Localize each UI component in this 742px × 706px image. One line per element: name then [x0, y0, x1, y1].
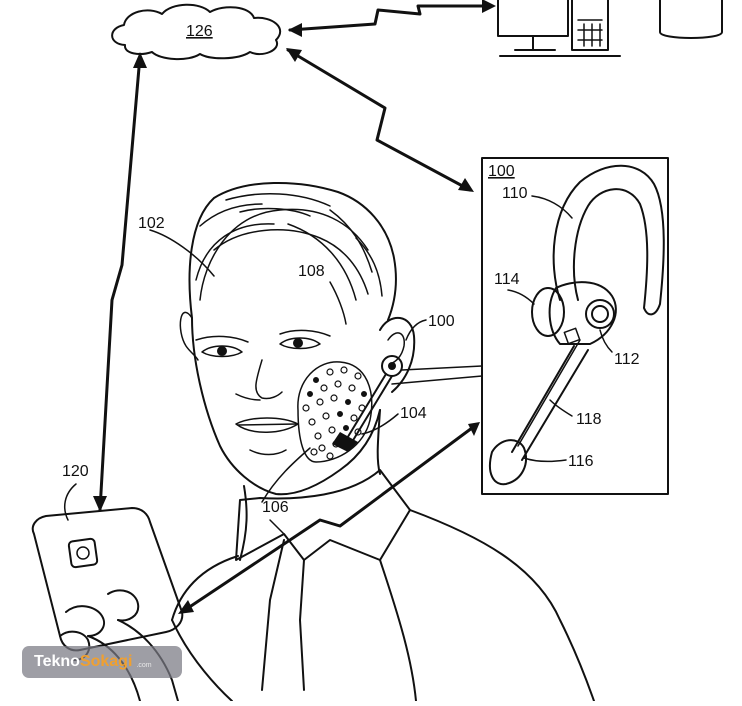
sensor-dot — [302, 404, 310, 412]
sensor-dot — [354, 428, 362, 436]
sensor-dot — [313, 377, 320, 384]
sensor-dot — [308, 418, 316, 426]
watermark-suffix: .com — [136, 661, 152, 669]
sensor-dot — [307, 391, 314, 398]
sensor-dot — [326, 452, 334, 460]
label-hinge: 112 — [614, 351, 640, 368]
label-phone: 120 — [62, 463, 89, 480]
label-microphone: 116 — [568, 453, 594, 470]
label-headband: 110 — [502, 185, 528, 202]
link-cloud-computer — [288, 0, 496, 37]
sensor-dot — [314, 432, 322, 440]
sensor-dot — [326, 368, 334, 376]
sensor-dot — [345, 399, 352, 406]
sensor-dot — [310, 448, 318, 456]
label-network: 126 — [186, 23, 213, 40]
sensor-dot — [350, 414, 358, 422]
label-cheek: 108 — [298, 263, 325, 280]
sensor-dot — [354, 372, 362, 380]
database-icon — [659, 0, 723, 39]
label-ear-cushion: 114 — [494, 271, 520, 288]
inset-panel: 100 110 114 112 118 116 — [481, 157, 669, 495]
watermark-brand-part2: Sokagi — [79, 653, 133, 670]
link-cloud-phone — [93, 52, 147, 512]
label-sensor-area: 104 — [400, 405, 427, 422]
label-user: 102 — [138, 215, 165, 232]
sensor-dot — [337, 411, 344, 418]
sensor-dot — [334, 380, 342, 388]
label-device-on-ear: 100 — [428, 313, 455, 330]
network-cloud: 126 — [111, 3, 282, 60]
label-jaw: 106 — [262, 499, 289, 516]
sensor-dot — [320, 384, 328, 392]
sensor-dot — [343, 425, 350, 432]
sensor-dot — [316, 398, 324, 406]
sensor-dot — [318, 444, 326, 452]
watermark-brand-part1: Tekno — [34, 653, 80, 670]
label-boom: 118 — [576, 411, 602, 428]
person-figure — [171, 182, 595, 702]
worn-headset — [332, 355, 403, 452]
sensor-dot — [348, 384, 356, 392]
computer-icon — [497, 0, 621, 57]
sensor-dot — [361, 391, 368, 398]
sensor-dot — [330, 394, 338, 402]
sensor-dot — [328, 426, 336, 434]
sensor-dot — [340, 366, 348, 374]
sensor-dot — [322, 412, 330, 420]
cheek-sensor-dots — [302, 366, 368, 460]
link-cloud-headset — [286, 48, 474, 192]
label-inset-device: 100 — [488, 163, 515, 180]
